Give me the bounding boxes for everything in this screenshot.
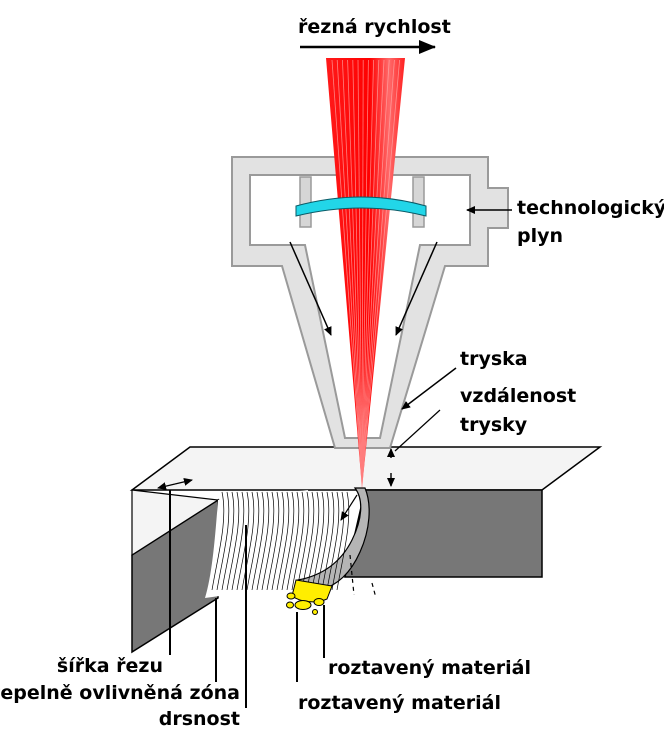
lens	[295, 196, 427, 217]
standoff-label-line1: vzdálenost	[460, 385, 576, 407]
gas-flow-arrow-left	[289, 241, 332, 336]
workpiece-top-surface	[129, 446, 603, 491]
laser-beam	[295, 58, 427, 488]
workpiece	[129, 446, 603, 654]
cutting-speed-label: řezná rychlost	[298, 16, 451, 38]
molten-label-2: roztavený materiál	[298, 692, 501, 714]
standoff-pointer	[394, 409, 441, 452]
gas-label-line2: plyn	[517, 225, 563, 247]
standoff-label-line2: trysky	[460, 414, 528, 436]
kerf-width-label: šířka řezu	[57, 655, 163, 677]
molten-label-1: roztavený materiál	[328, 657, 531, 679]
molten-material-blobs	[286, 579, 333, 615]
haz-label: tepelně ovlivněná zóna	[0, 682, 240, 704]
nozzle-pointer	[401, 367, 457, 410]
workpiece-front-face	[344, 489, 543, 578]
gas-label-line1: technologický	[517, 197, 664, 219]
drag-lines	[211, 491, 350, 591]
nozzle-label: tryska	[460, 348, 528, 370]
gas-flow-arrow-right	[395, 241, 438, 336]
roughness-label: drsnost	[159, 708, 240, 730]
